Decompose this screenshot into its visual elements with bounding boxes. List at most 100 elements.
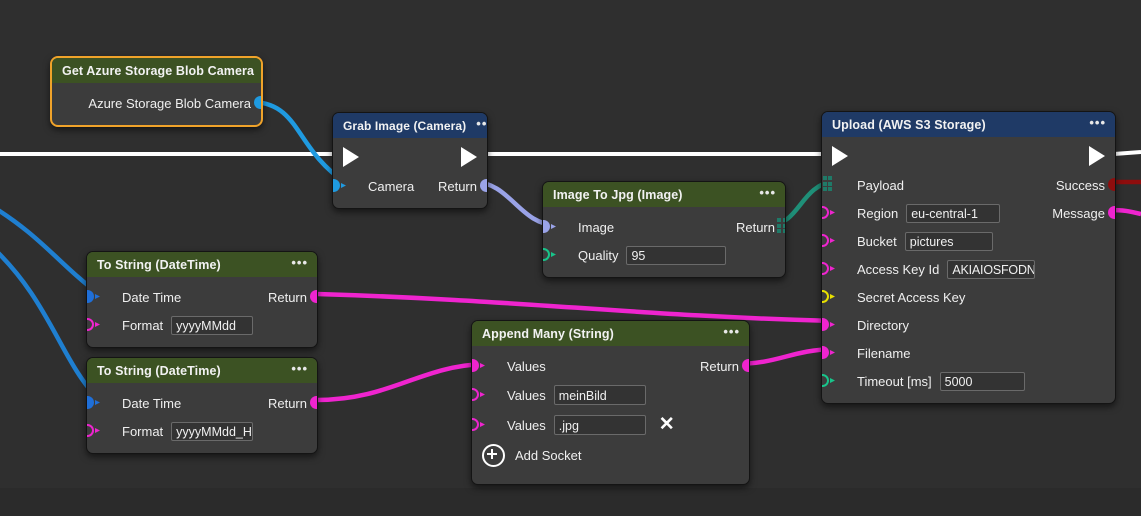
io-row-image-return: Image Return (543, 213, 785, 241)
node-header[interactable]: Grab Image (Camera) ••• (333, 113, 487, 138)
canvas-lower-band (0, 488, 1141, 516)
node-append-many-string[interactable]: Append Many (String) ••• Values Return (471, 320, 750, 485)
input-label-values-2: Values (507, 417, 546, 433)
array-grid-icon (776, 217, 785, 234)
node-menu-icon[interactable]: ••• (1089, 114, 1106, 130)
node-menu-icon[interactable]: ••• (476, 115, 488, 131)
node-title: Image To Jpg (Image) (553, 187, 683, 202)
socket-out-success[interactable] (1107, 177, 1115, 192)
socket-out-return[interactable] (309, 289, 317, 304)
input-label-format: Format (122, 423, 164, 439)
socket-in-quality[interactable] (543, 247, 556, 262)
access-key-id-input[interactable]: AKIAIOSFODNN (947, 259, 1036, 279)
socket-in-format[interactable] (87, 423, 100, 438)
node-body: Image Return Quality 95 (543, 207, 785, 277)
node-menu-icon[interactable]: ••• (759, 184, 776, 200)
node-header[interactable]: Get Azure Storage Blob Camera ••• (52, 58, 261, 83)
node-image-to-jpg[interactable]: Image To Jpg (Image) ••• Image Return (542, 181, 786, 278)
socket-in-payload-array[interactable] (822, 175, 833, 192)
node-body: Date Time Return Format yyyyMMdd (87, 277, 317, 347)
io-row-secret-access-key: Secret Access Key (822, 283, 1115, 311)
socket-in-timeout[interactable] (822, 373, 835, 388)
node-menu-icon[interactable]: ••• (291, 360, 308, 376)
timeout-input[interactable]: 5000 (939, 371, 1025, 391)
exec-out-icon[interactable] (461, 147, 477, 167)
io-row-datetime-return: Date Time Return (87, 389, 317, 417)
exec-in-icon[interactable] (832, 146, 848, 166)
input-label-image: Image (578, 219, 615, 235)
remove-socket-icon[interactable]: ✕ (658, 414, 675, 435)
socket-in-date-time[interactable] (87, 395, 100, 410)
node-to-string-datetime-2[interactable]: To String (DateTime) ••• Date Time Retur… (86, 357, 318, 454)
node-menu-icon[interactable]: ••• (723, 323, 740, 339)
format-input[interactable]: yyyyMMdd_HH (171, 421, 254, 441)
socket-in-format[interactable] (87, 317, 100, 332)
output-label-return: Return (699, 358, 739, 374)
socket-in-bucket[interactable] (822, 233, 835, 248)
exec-row (333, 142, 487, 172)
io-row-values-1: Values meinBild (472, 380, 749, 410)
socket-in-values-1[interactable] (472, 387, 485, 402)
node-header[interactable]: To String (DateTime) ••• (87, 252, 317, 277)
node-title: Grab Image (Camera) (343, 118, 467, 133)
socket-in-access-key-id[interactable] (822, 261, 835, 276)
socket-in-secret-access-key[interactable] (822, 289, 835, 304)
node-title: Get Azure Storage Blob Camera (62, 63, 255, 78)
input-label-secret-access-key: Secret Access Key (857, 289, 966, 305)
output-label-return: Return (735, 219, 775, 235)
output-label: Azure Storage Blob Camera (88, 95, 251, 111)
socket-in-values-0[interactable] (472, 358, 485, 373)
io-row-directory: Directory (822, 311, 1115, 339)
region-input[interactable]: eu-central-1 (906, 203, 1001, 223)
output-label-message: Message (1052, 205, 1105, 221)
values-2-input[interactable]: .jpg (553, 415, 646, 435)
socket-out-return[interactable] (741, 358, 749, 373)
node-menu-icon[interactable]: ••• (291, 254, 308, 270)
socket-out-return[interactable] (479, 178, 487, 193)
socket-out-return-array[interactable] (776, 217, 785, 234)
socket-in-date-time[interactable] (87, 289, 100, 304)
io-row-timeout: Timeout [ms] 5000 (822, 367, 1115, 395)
input-label-date-time: Date Time (122, 289, 182, 305)
socket-out-return[interactable] (309, 395, 317, 410)
input-label-camera: Camera (368, 178, 415, 194)
node-body: Camera Return (333, 138, 487, 208)
exec-in-icon[interactable] (343, 147, 359, 167)
input-label-date-time: Date Time (122, 395, 182, 411)
socket-in-camera[interactable] (333, 178, 346, 193)
socket-out-azure-storage-blob-camera[interactable] (253, 95, 261, 110)
node-header[interactable]: Append Many (String) ••• (472, 321, 749, 346)
plus-circle-icon (482, 443, 505, 467)
socket-in-region[interactable] (822, 205, 835, 220)
output-row-azure-storage-blob-camera: Azure Storage Blob Camera (52, 89, 261, 117)
node-to-string-datetime-1[interactable]: To String (DateTime) ••• Date Time Retur… (86, 251, 318, 348)
socket-in-image[interactable] (543, 219, 556, 234)
format-input[interactable]: yyyyMMdd (171, 315, 254, 335)
socket-in-directory[interactable] (822, 317, 835, 332)
node-grab-image-camera[interactable]: Grab Image (Camera) ••• Camera Return (332, 112, 488, 209)
values-1-input[interactable]: meinBild (553, 385, 646, 405)
node-upload-aws-s3-storage[interactable]: Upload (AWS S3 Storage) ••• Payload Succ… (821, 111, 1116, 404)
socket-in-values-2[interactable] (472, 417, 485, 432)
bucket-input[interactable]: pictures (904, 231, 993, 251)
socket-in-filename[interactable] (822, 345, 835, 360)
node-header[interactable]: Image To Jpg (Image) ••• (543, 182, 785, 207)
array-grid-icon (822, 175, 833, 192)
node-title: To String (DateTime) (97, 257, 221, 272)
socket-out-message[interactable] (1107, 205, 1115, 220)
add-socket-button[interactable]: Add Socket (472, 440, 749, 470)
input-label-payload: Payload (857, 177, 904, 193)
io-row-values-0-return: Values Return (472, 352, 749, 380)
input-label-quality: Quality (578, 247, 619, 263)
node-header[interactable]: Upload (AWS S3 Storage) ••• (822, 112, 1115, 137)
io-row-format: Format yyyyMMdd (87, 311, 317, 339)
quality-input[interactable]: 95 (626, 245, 727, 265)
exec-out-icon[interactable] (1089, 146, 1105, 166)
node-get-azure-storage-blob-camera[interactable]: Get Azure Storage Blob Camera ••• Azure … (50, 56, 263, 127)
node-title: To String (DateTime) (97, 363, 221, 378)
io-row-quality: Quality 95 (543, 241, 785, 269)
output-label-return: Return (267, 395, 307, 411)
io-row-payload-success: Payload Success (822, 171, 1115, 199)
node-header[interactable]: To String (DateTime) ••• (87, 358, 317, 383)
